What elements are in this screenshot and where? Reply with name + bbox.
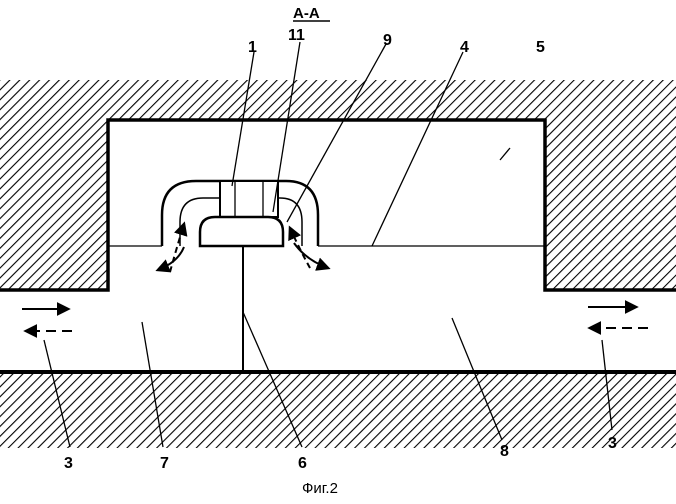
section-title: А-А: [293, 5, 320, 22]
label-8: 8: [500, 443, 509, 460]
upper-wall-hatching: [0, 80, 676, 290]
lower-floor-hatching: [0, 372, 676, 448]
label-7: 7: [160, 455, 169, 472]
label-5: 5: [536, 39, 545, 56]
label-6: 6: [298, 455, 307, 472]
fan-housing: [200, 217, 283, 246]
leader-11: [273, 42, 300, 212]
label-3-right: 3: [608, 435, 617, 452]
label-3-left: 3: [64, 455, 73, 472]
flow-arrow-right-up: [290, 228, 310, 268]
label-9: 9: [383, 32, 392, 49]
figure-caption: Фиг.2: [302, 480, 338, 497]
flow-arrow-left-up: [170, 224, 184, 272]
leader-9: [287, 44, 386, 222]
label-1: 1: [248, 39, 257, 56]
label-4: 4: [460, 39, 469, 56]
leader-5: [500, 148, 510, 160]
unit-1-block: [220, 181, 278, 217]
label-11: 11: [288, 27, 305, 44]
